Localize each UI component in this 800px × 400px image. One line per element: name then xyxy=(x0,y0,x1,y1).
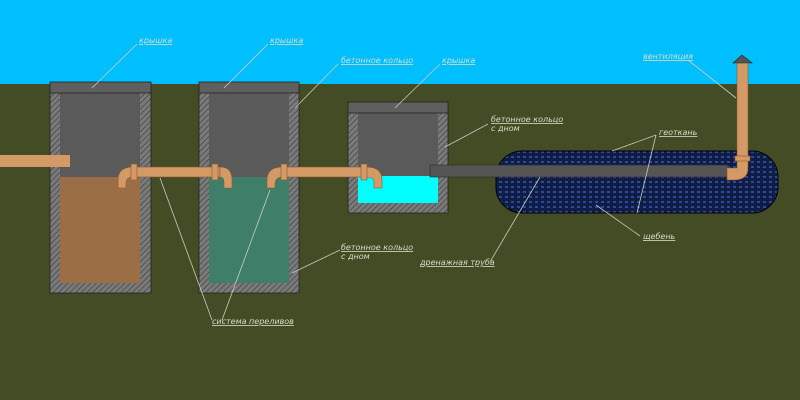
label-gravel: щебень xyxy=(643,232,676,241)
label-ring-bottom-2: бетонное кольцо xyxy=(341,243,413,252)
label-ventilation: вентиляция xyxy=(643,52,693,61)
tank-1 xyxy=(49,81,152,294)
ventilation-pipe xyxy=(726,54,753,181)
label-ring-bottom-2-line2: с дном xyxy=(341,252,370,261)
label-concrete-ring: бетонное кольцо xyxy=(341,56,413,65)
tank-3 xyxy=(347,101,449,214)
settled-water xyxy=(209,177,289,283)
label-lid-1: крышка xyxy=(139,36,172,45)
lid xyxy=(198,81,300,94)
clean-water xyxy=(358,176,438,203)
label-overflow-system: система переливов xyxy=(212,317,294,326)
label-lid-2: крышка xyxy=(270,36,303,45)
tank-2 xyxy=(198,81,300,294)
label-drain-pipe: дренажная труба xyxy=(419,258,495,267)
label-ring-bottom-1-line2: с дном xyxy=(491,124,520,133)
sludge xyxy=(60,177,140,283)
inlet-pipe xyxy=(0,155,70,167)
label-geotextile: геоткань xyxy=(659,128,698,137)
drain-pipe xyxy=(429,164,729,178)
lid xyxy=(49,81,152,94)
sky xyxy=(0,0,800,84)
leader-lines xyxy=(91,43,737,321)
lid xyxy=(347,101,449,114)
label-ring-bottom-1: бетонное кольцо xyxy=(491,115,563,124)
label-lid-3: крышка xyxy=(442,56,475,65)
overflow-pipes xyxy=(117,163,383,189)
